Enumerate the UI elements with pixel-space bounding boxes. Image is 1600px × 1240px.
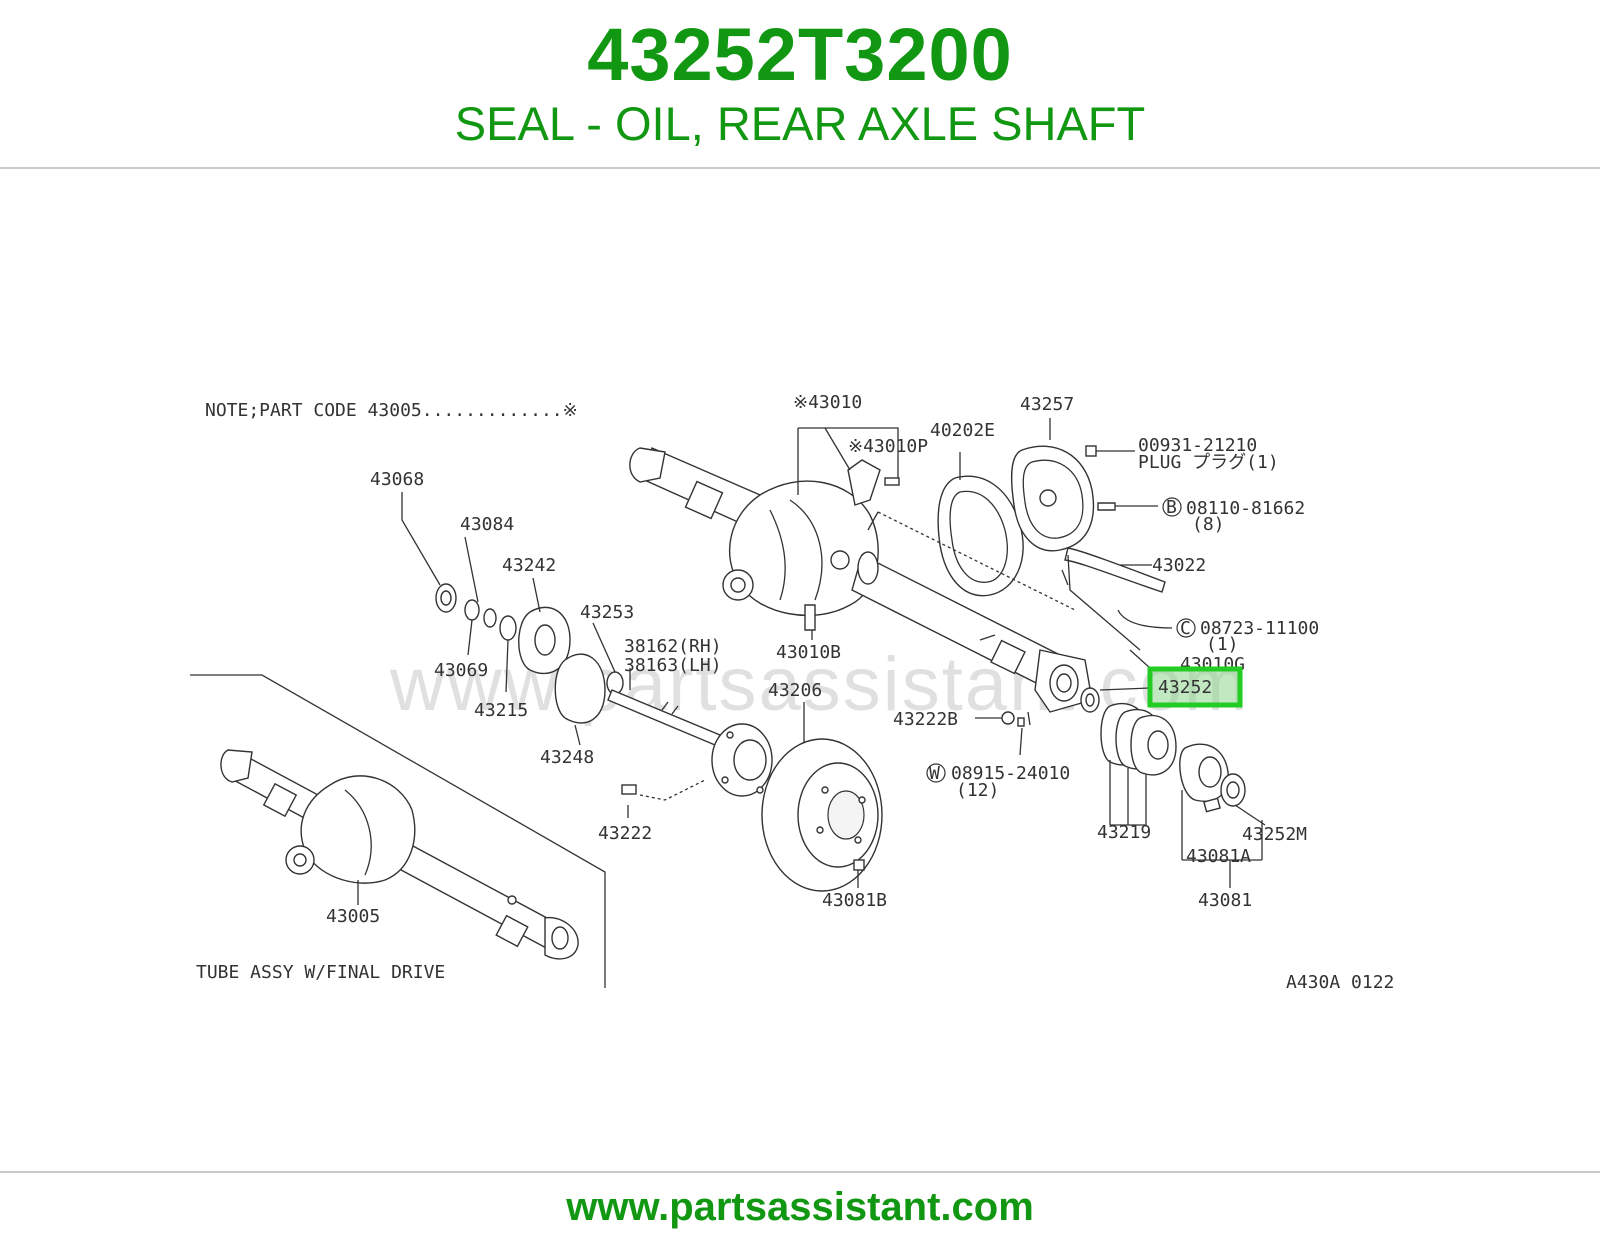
spacer-43215[interactable] [499, 615, 517, 641]
label-00931[interactable]: 00931-21210 [1138, 435, 1257, 456]
label-08915[interactable]: 08915-24010 [951, 763, 1070, 784]
label-43206[interactable]: 43206 [768, 680, 822, 701]
label-43252m[interactable]: 43252M [1242, 824, 1307, 845]
note-text: NOTE;PART CODE 43005.............※ [205, 400, 578, 421]
breather-43010b[interactable] [804, 604, 816, 631]
plate-43242[interactable] [518, 606, 571, 675]
label-plug: PLUG プラグ(1) [1138, 452, 1279, 473]
part-number-title: 43252T3200 [587, 13, 1013, 96]
label-38163[interactable]: 38163(LH) [624, 655, 722, 676]
vent-line [1067, 554, 1141, 651]
label-08915-qty: (12) [956, 780, 999, 801]
subassembly-frame [190, 674, 606, 988]
footer-divider [0, 1171, 1600, 1173]
parts-diagram: www.partsassistant.com [190, 392, 1395, 993]
figure-code: A430A 0122 [1286, 972, 1394, 993]
plates-43219[interactable] [1100, 702, 1177, 776]
label-43010p[interactable]: ※43010P [848, 436, 928, 457]
label-43084[interactable]: 43084 [460, 514, 514, 535]
nut-43222b[interactable] [1001, 711, 1015, 725]
label-43242[interactable]: 43242 [502, 555, 556, 576]
bracket-43010p[interactable] [847, 459, 881, 506]
vent-hose-43022[interactable] [1064, 547, 1166, 593]
mark-c-icon [1176, 618, 1196, 638]
label-43257[interactable]: 43257 [1020, 394, 1074, 415]
gasket-40202e[interactable] [937, 475, 1024, 597]
label-08110-qty: (8) [1192, 514, 1225, 535]
seal-43252m[interactable] [1220, 773, 1246, 807]
footer-website-link[interactable]: www.partsassistant.com [566, 1185, 1034, 1229]
label-43081b[interactable]: 43081B [822, 890, 887, 911]
label-43252-highlighted[interactable]: 43252 [1158, 677, 1212, 698]
bearing-housing-43081a[interactable] [1179, 743, 1229, 813]
label-40202e[interactable]: 40202E [930, 420, 995, 441]
cover-43257[interactable] [1010, 445, 1095, 552]
label-43222b[interactable]: 43222B [893, 709, 958, 730]
mark-b-label: B [1166, 497, 1177, 518]
header-divider [0, 167, 1600, 169]
label-43022[interactable]: 43022 [1152, 555, 1206, 576]
label-38162[interactable]: 38162(RH) [624, 636, 722, 657]
label-43010b[interactable]: 43010B [776, 642, 841, 663]
label-08110[interactable]: 08110-81662 [1186, 498, 1305, 519]
bolt-43010p[interactable] [884, 477, 900, 486]
mark-w-label: W [929, 763, 940, 784]
label-43248[interactable]: 43248 [540, 747, 594, 768]
axle-housing-main[interactable] [629, 447, 1093, 713]
label-43222[interactable]: 43222 [598, 823, 652, 844]
axle-flange[interactable] [711, 723, 773, 797]
washer-08915[interactable] [1017, 717, 1025, 727]
mark-c-label: C [1180, 618, 1191, 639]
label-43081[interactable]: 43081 [1198, 890, 1252, 911]
washer-43069[interactable] [464, 599, 480, 621]
bolt-08110[interactable] [1097, 502, 1116, 511]
bearing-43068[interactable] [435, 583, 457, 613]
label-43010[interactable]: ※43010 [793, 392, 862, 413]
label-43081a[interactable]: 43081A [1186, 846, 1251, 867]
brake-drum-43206[interactable] [761, 738, 883, 892]
nut-43084[interactable] [483, 608, 497, 628]
gasket-43248[interactable] [554, 653, 606, 724]
label-08723[interactable]: 08723-11100 [1200, 618, 1319, 639]
axle-assembly-43005[interactable] [220, 749, 579, 960]
mark-b-icon [1162, 497, 1182, 517]
plug-00931[interactable] [1085, 445, 1097, 457]
label-43253[interactable]: 43253 [580, 602, 634, 623]
label-43215[interactable]: 43215 [474, 700, 528, 721]
mark-w-icon [926, 763, 946, 783]
leader-lines [357, 418, 1266, 905]
label-43005[interactable]: 43005 [326, 906, 380, 927]
bolt-43222[interactable] [621, 784, 637, 795]
label-43069[interactable]: 43069 [434, 660, 488, 681]
oil-seal-43252-highlighted[interactable] [1080, 687, 1100, 713]
page-header: 43252T3200 SEAL - OIL, REAR AXLE SHAFT [0, 0, 1600, 170]
nut-43081b[interactable] [853, 859, 865, 871]
part-description: SEAL - OIL, REAR AXLE SHAFT [454, 97, 1146, 150]
label-43219[interactable]: 43219 [1097, 822, 1151, 843]
label-43068[interactable]: 43068 [370, 469, 424, 490]
label-08723-qty: (1) [1206, 634, 1239, 655]
tube-assy-caption: TUBE ASSY W/FINAL DRIVE [196, 962, 445, 983]
highlight-box[interactable] [1147, 666, 1243, 708]
